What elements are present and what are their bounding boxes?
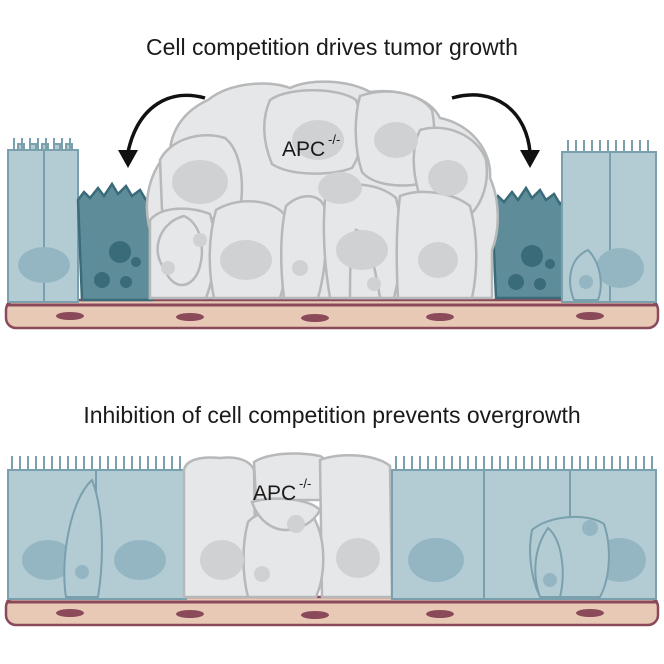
- top-right-loser-cell: [490, 185, 566, 300]
- left-arrow-head-icon: [118, 150, 138, 168]
- bottom-left-normal-cells: [7, 456, 187, 600]
- top-right-normal-cells: [561, 140, 657, 303]
- top-panel-title: Cell competition drives tumor growth: [146, 34, 518, 60]
- top-apc-nuclei: [161, 120, 468, 291]
- top-panel: APC -/-: [4, 80, 660, 330]
- bottom-apc-cells: [182, 452, 394, 599]
- bottom-panel-title: Inhibition of cell competition prevents …: [83, 402, 581, 428]
- top-left-loser-cell: [76, 181, 154, 302]
- bottom-apc-nuclei: [200, 515, 380, 582]
- top-apc-label-superscript: -/-: [328, 132, 340, 147]
- bottom-panel: APC -/-: [4, 452, 660, 627]
- right-arrow-head-icon: [520, 150, 540, 168]
- bottom-right-normal-cells: [391, 456, 657, 600]
- top-apc-label: APC: [282, 138, 325, 161]
- top-basement-layer: [4, 298, 660, 330]
- right-competition-arrow: [451, 93, 532, 153]
- top-left-normal-cells: [7, 138, 79, 303]
- left-competition-arrow: [126, 93, 206, 153]
- bottom-apc-label: APC: [253, 482, 296, 505]
- bottom-basement-layer: [4, 595, 660, 627]
- bottom-apc-label-superscript: -/-: [299, 476, 311, 491]
